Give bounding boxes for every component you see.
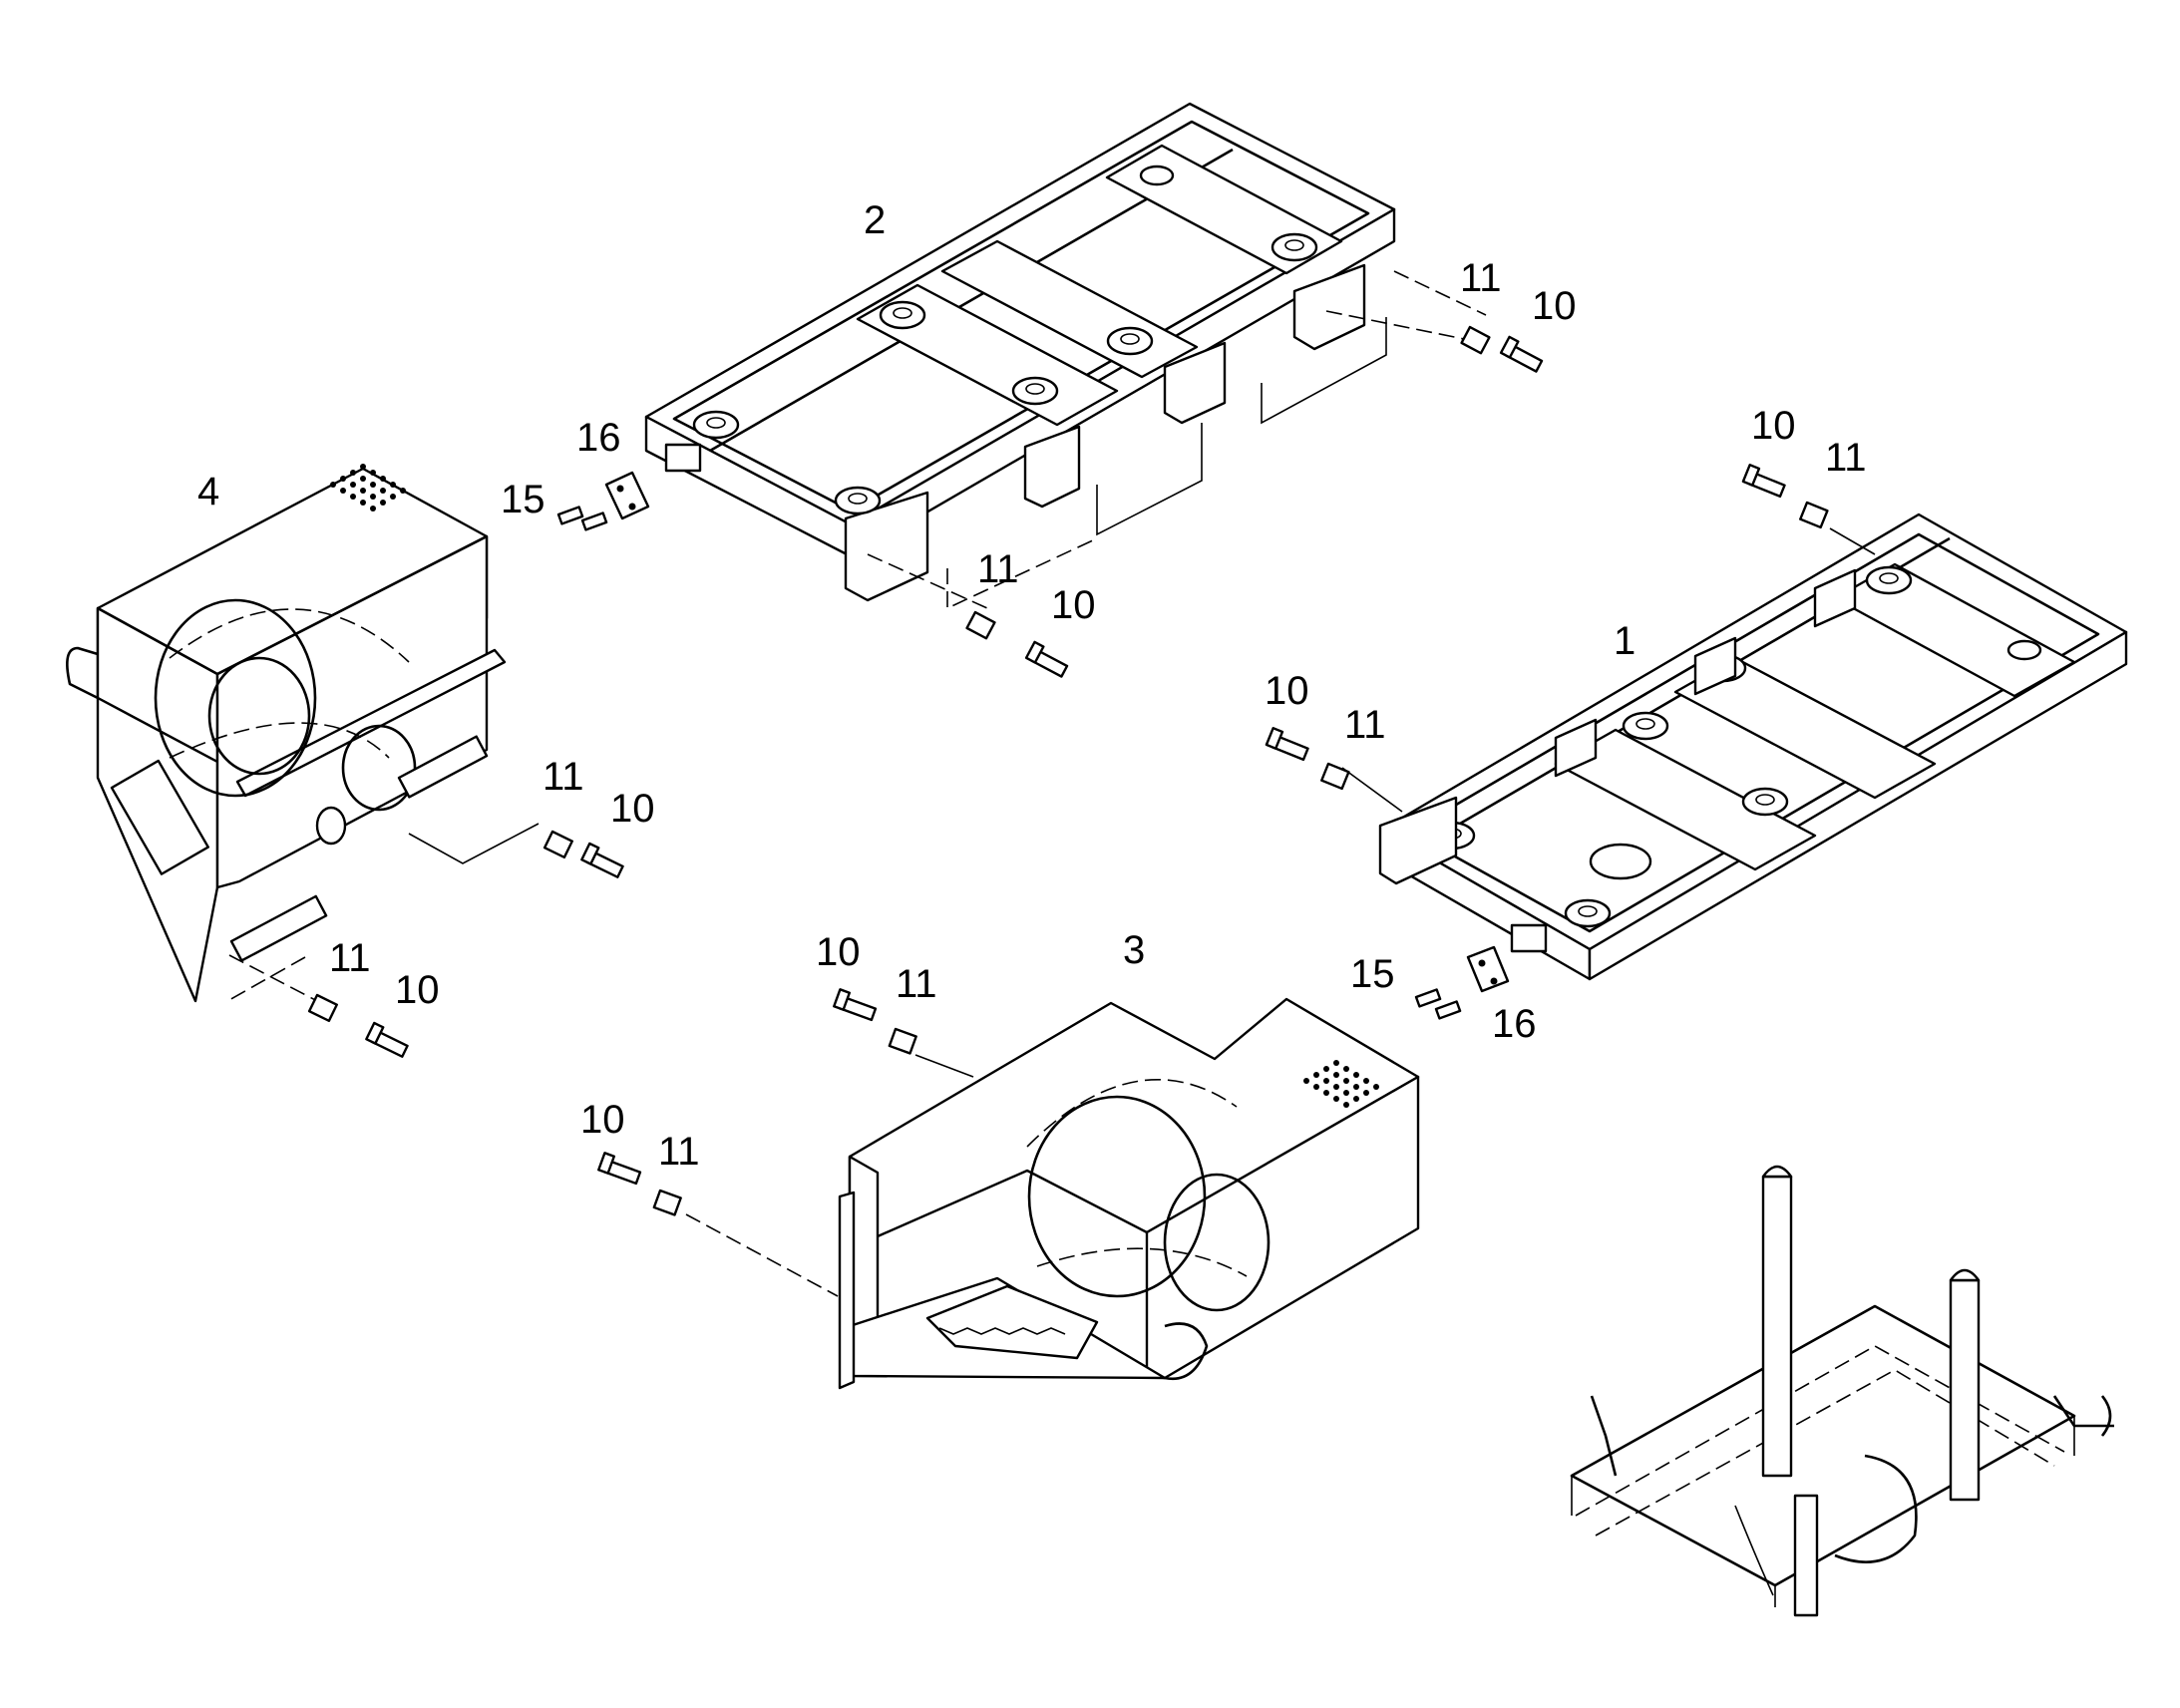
vent-grille-part-3 [1303,1060,1379,1108]
callout-screw-15: 15 [1350,952,1395,996]
bolt-icon [1024,640,1069,678]
callout-spacer-11: 11 [1460,256,1502,300]
vent-grille-part-4 [330,464,406,512]
bolt-icon [580,842,624,878]
callout-part-3: 3 [1123,928,1145,972]
screw-icon [1414,988,1462,1020]
callout-bolt-10: 10 [1751,404,1796,448]
bolt-icon [365,1021,409,1058]
clamp-plate-icon [1466,945,1510,993]
callout-spacer-11: 11 [977,547,1019,591]
callout-labels: 2 11 10 16 15 11 10 1 10 11 10 11 15 16 … [197,198,1867,1174]
spacer-icon [888,1027,917,1055]
callout-spacer-11: 11 [658,1130,700,1174]
clamp-plate-icon [604,471,650,520]
spacer-icon [652,1189,682,1216]
bolt-icon [597,1152,642,1186]
callout-part-2: 2 [864,198,886,242]
fasteners-part-1 [1265,463,1829,1020]
screw-icon [556,506,608,531]
fasteners-part-4 [307,830,624,1058]
callout-bolt-10: 10 [1265,669,1309,713]
rubber-mounts-part-2 [692,165,1318,515]
callout-bolt-10: 10 [395,968,440,1012]
callout-bolt-10: 10 [1532,284,1577,328]
spacer-icon [543,830,573,859]
callout-bolt-10: 10 [1051,583,1096,627]
callout-plate-16: 16 [1492,1002,1537,1046]
spacer-icon [1799,501,1829,529]
callout-part-1: 1 [1614,619,1635,663]
callout-bolt-10: 10 [580,1098,625,1142]
callout-spacer-11: 11 [329,936,371,980]
frame-part-2 [644,102,1487,610]
bolt-icon [1499,335,1544,373]
fasteners-part-3 [597,988,917,1216]
fasteners-part-2 [556,325,1544,678]
bolt-icon [1265,726,1309,762]
housing-part-4 [66,464,540,1004]
callout-bolt-10: 10 [610,787,655,831]
callout-spacer-11: 11 [543,755,584,799]
frame-part-1 [1341,512,2128,981]
spacer-icon [1320,762,1350,791]
callout-bolt-10: 10 [816,930,861,974]
callout-spacer-11: 11 [1825,436,1867,480]
bolt-icon [1741,463,1786,499]
callout-spacer-11: 11 [1344,703,1386,747]
callout-spacer-11: 11 [896,962,937,1006]
spacer-icon [307,993,338,1023]
housing-part-3 [685,997,1420,1390]
callout-part-4: 4 [197,470,219,513]
callout-screw-15: 15 [501,478,545,521]
spacer-icon [1460,325,1491,355]
bolt-icon [833,988,878,1022]
callout-plate-16: 16 [576,416,621,460]
assembly-context-view [1570,1165,2114,1617]
spacer-icon [965,610,996,640]
